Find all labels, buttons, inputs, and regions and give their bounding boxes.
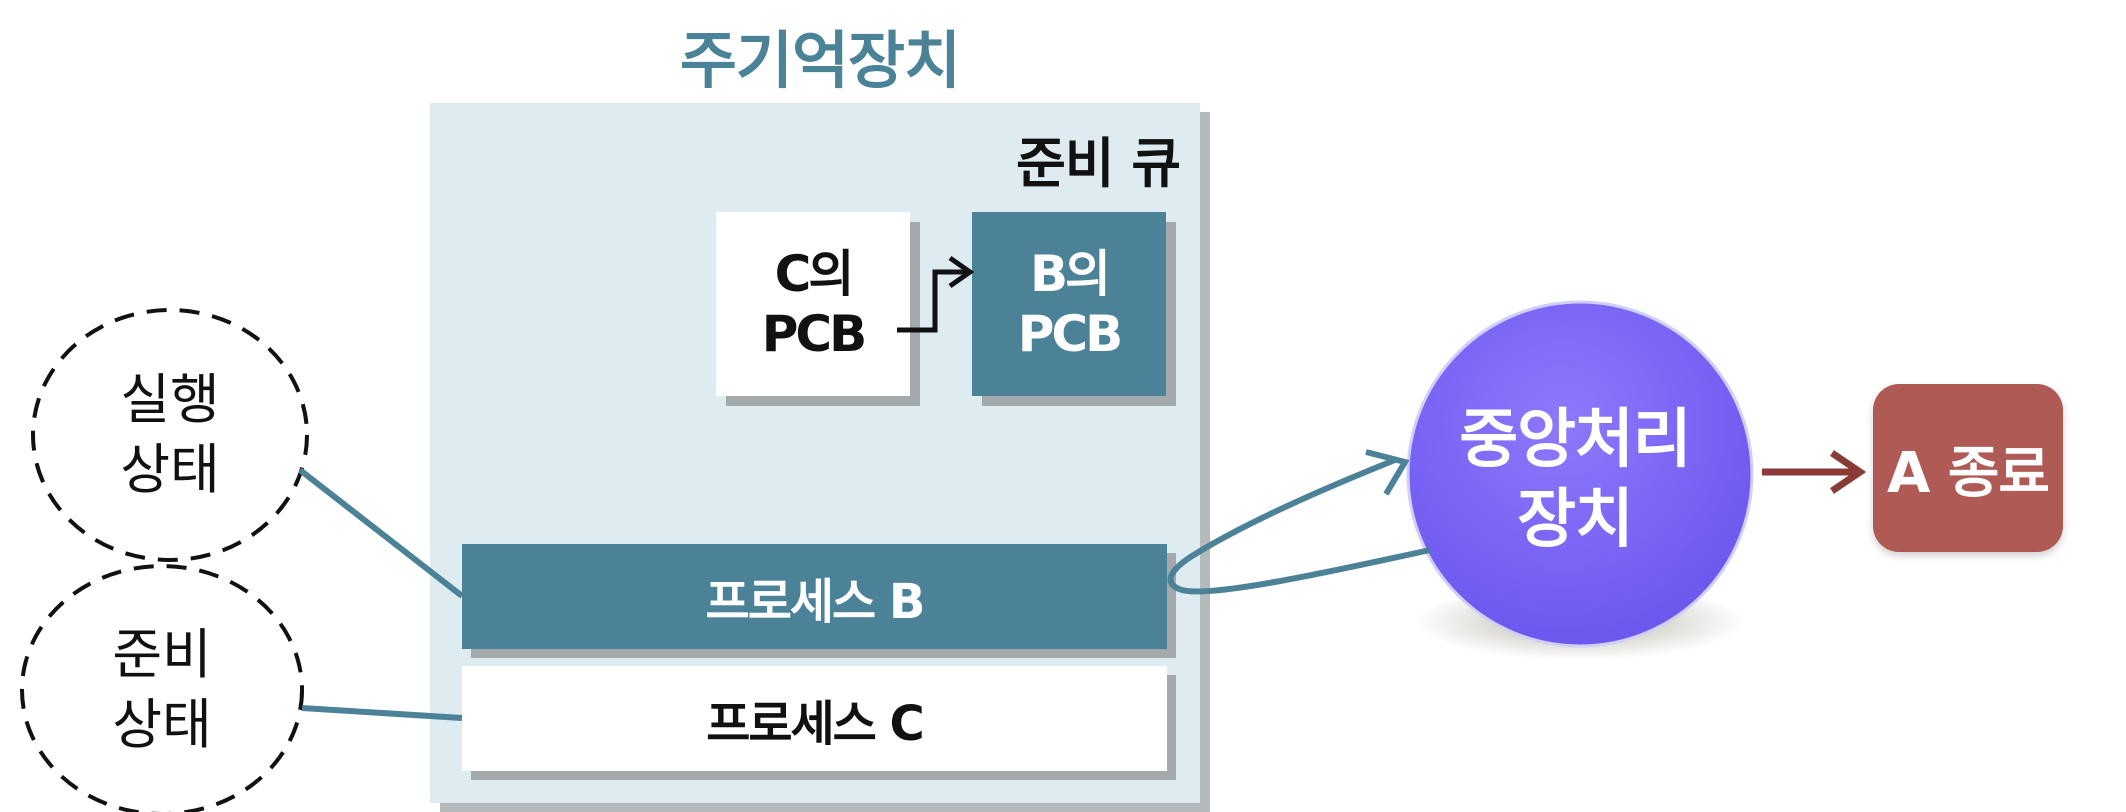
running-state-line2: 상태 xyxy=(120,438,220,501)
pcb-b-box: B의 PCB xyxy=(972,212,1166,396)
running-state-circle xyxy=(31,308,309,562)
running-to-process-b-line xyxy=(298,467,464,599)
pcb-b-line1: B의 xyxy=(1029,245,1111,303)
pcb-b-line2: PCB xyxy=(1017,305,1123,363)
process-b-to-cpu-loop-arrow xyxy=(1167,457,1431,595)
a-end-box: A 종료 xyxy=(1873,384,2063,552)
process-b-bar: 프로세스 B xyxy=(462,544,1167,649)
cpu-label: 중앙처리 장치 xyxy=(1405,380,1745,580)
process-c-bar: 프로세스 C xyxy=(462,666,1167,771)
pcb-c-box: C의 PCB xyxy=(716,212,910,396)
ready-state-label: 준비 상태 xyxy=(52,600,272,780)
pcb-c-line2: PCB xyxy=(761,305,867,363)
pcb-link-arrowhead xyxy=(948,255,975,289)
main-memory-title: 주기억장치 xyxy=(679,24,961,97)
cpu-to-end-arrowhead xyxy=(1830,450,1867,494)
ready-queue-label: 준비 큐 xyxy=(1016,131,1181,195)
ready-to-process-c-line xyxy=(301,705,463,721)
pcb-link-arrow xyxy=(897,269,968,333)
ready-state-circle xyxy=(20,564,304,812)
running-state-line1: 실행 xyxy=(120,367,220,431)
ready-state-line2: 상태 xyxy=(112,693,212,756)
cpu-line1: 중앙처리 xyxy=(1459,403,1692,477)
pcb-c-line1: C의 xyxy=(774,245,855,303)
cpu-circle xyxy=(1406,300,1754,648)
loop-arrowhead xyxy=(1365,449,1410,496)
running-state-label: 실행 상태 xyxy=(60,345,280,525)
ready-state-line1: 준비 xyxy=(112,622,212,686)
cpu-line2: 장치 xyxy=(1517,483,1634,557)
